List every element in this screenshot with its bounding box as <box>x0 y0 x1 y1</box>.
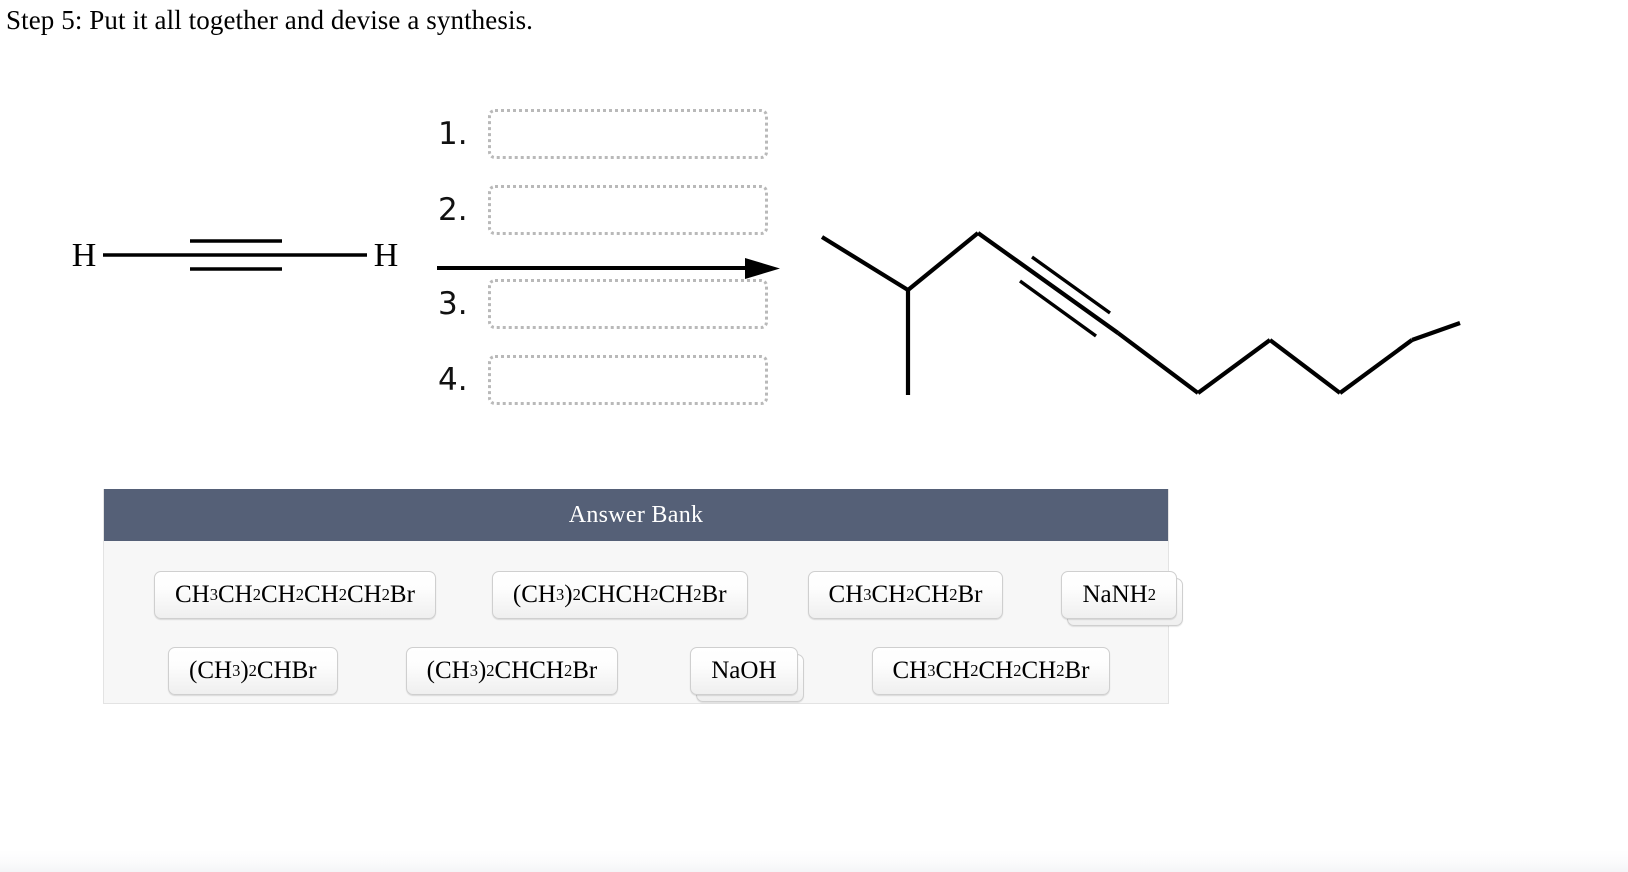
bottom-edge-strip <box>0 850 1628 872</box>
page-title: Step 5: Put it all together and devise a… <box>6 5 534 35</box>
condition-row-3: 3. <box>432 278 777 330</box>
product-skeletal-svg <box>820 231 1461 395</box>
arrow-head-icon <box>745 258 780 279</box>
starting-material-structure: H H <box>70 210 400 300</box>
condition-number-2: 2. <box>438 191 468 228</box>
condition-number-3: 3. <box>438 285 468 322</box>
reaction-conditions-block: 1. 2. 3. 4. <box>432 100 787 460</box>
condition-number-4: 4. <box>438 361 468 398</box>
condition-drop-slot-4[interactable] <box>488 355 768 405</box>
condition-drop-slot-1[interactable] <box>488 109 768 159</box>
condition-row-2: 2. <box>432 184 777 236</box>
condition-number-1: 1. <box>438 115 468 152</box>
condition-drop-slot-3[interactable] <box>488 279 768 329</box>
reaction-scheme: H H 1. 2. 3. <box>0 60 1628 460</box>
answer-chip-wrap: NaOH <box>690 647 804 702</box>
condition-drop-slot-2[interactable] <box>488 185 768 235</box>
answer-chip[interactable]: NaOH <box>690 647 798 695</box>
product-structure <box>800 205 1480 405</box>
condition-row-1: 1. <box>432 108 777 160</box>
acetylene-right-h-label: H <box>374 237 399 274</box>
reaction-arrow <box>435 255 780 281</box>
reaction-arrow-svg <box>437 258 780 279</box>
acetylene-left-h-label: H <box>72 237 97 274</box>
acetylene-svg: H H <box>72 237 399 274</box>
condition-row-4: 4. <box>432 354 777 406</box>
answer-bank-title: Answer Bank <box>104 489 1168 541</box>
